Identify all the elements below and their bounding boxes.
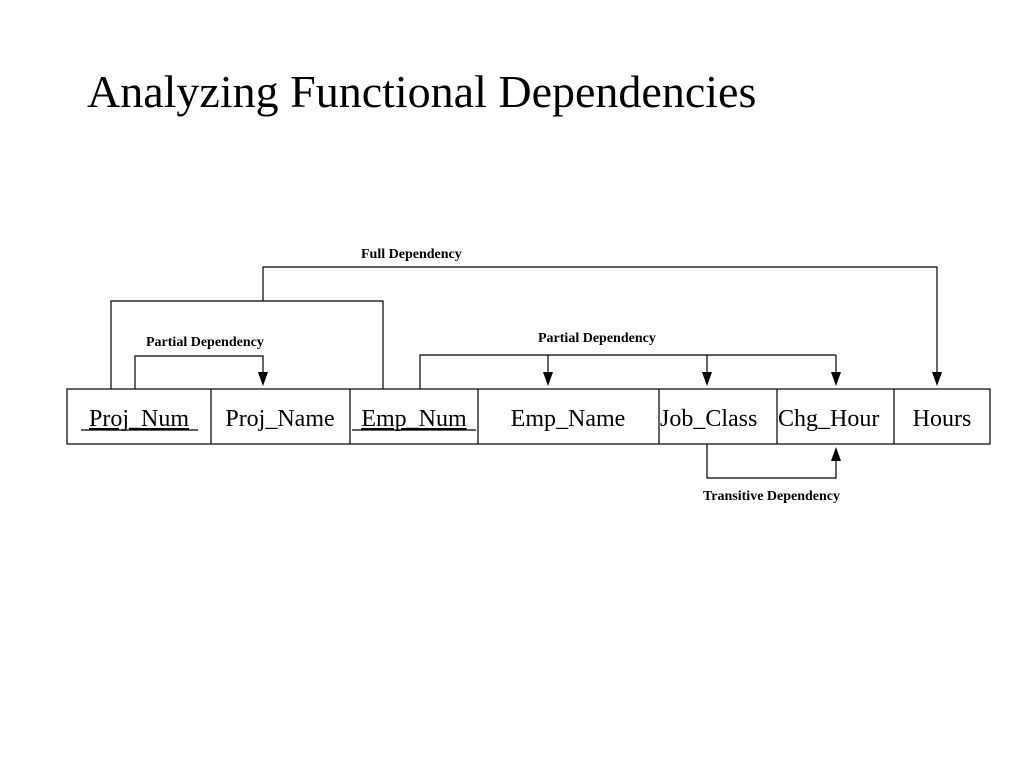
partial-dependency-proj-label: Partial Dependency (146, 335, 264, 350)
full-dependency-key-bracket (110, 300, 384, 389)
full-dependency-label: Full Dependency (361, 247, 462, 262)
attribute-emp-num: Emp_Num (361, 406, 467, 432)
attribute-table-border (66, 388, 991, 445)
attribute-emp-name: Emp_Name (511, 406, 626, 432)
attribute-table: Proj_Num Proj_Name Emp_Num Emp_Name Job_… (66, 388, 991, 445)
transitive-dependency: Transitive Dependency (703, 444, 841, 504)
full-dependency-arrow-line (262, 266, 938, 374)
attribute-chg-hour: Chg_Hour (778, 406, 879, 432)
transitive-dependency-label: Transitive Dependency (703, 489, 840, 504)
arrowhead (932, 372, 942, 386)
arrowhead (831, 447, 841, 461)
attribute-job-class: Job_Class (660, 406, 757, 432)
partial-dependency-emp: Partial Dependency (419, 331, 841, 389)
arrowhead (258, 372, 268, 386)
full-dependency: Full Dependency (110, 247, 942, 389)
partial-dependency-emp-label: Partial Dependency (538, 331, 656, 346)
slide-title: Analyzing Functional Dependencies (87, 66, 757, 117)
transitive-dependency-line (706, 444, 837, 479)
partial-dependency-proj: Partial Dependency (134, 335, 268, 389)
attribute-proj-name: Proj_Name (225, 406, 334, 432)
arrowhead (543, 372, 553, 386)
attribute-proj-num: Proj_Num (89, 406, 189, 432)
partial-dependency-proj-line (134, 355, 264, 389)
partial-dependency-emp-line (419, 354, 836, 389)
arrowhead (702, 372, 712, 386)
attribute-hours: Hours (913, 406, 972, 432)
arrowhead (831, 372, 841, 386)
